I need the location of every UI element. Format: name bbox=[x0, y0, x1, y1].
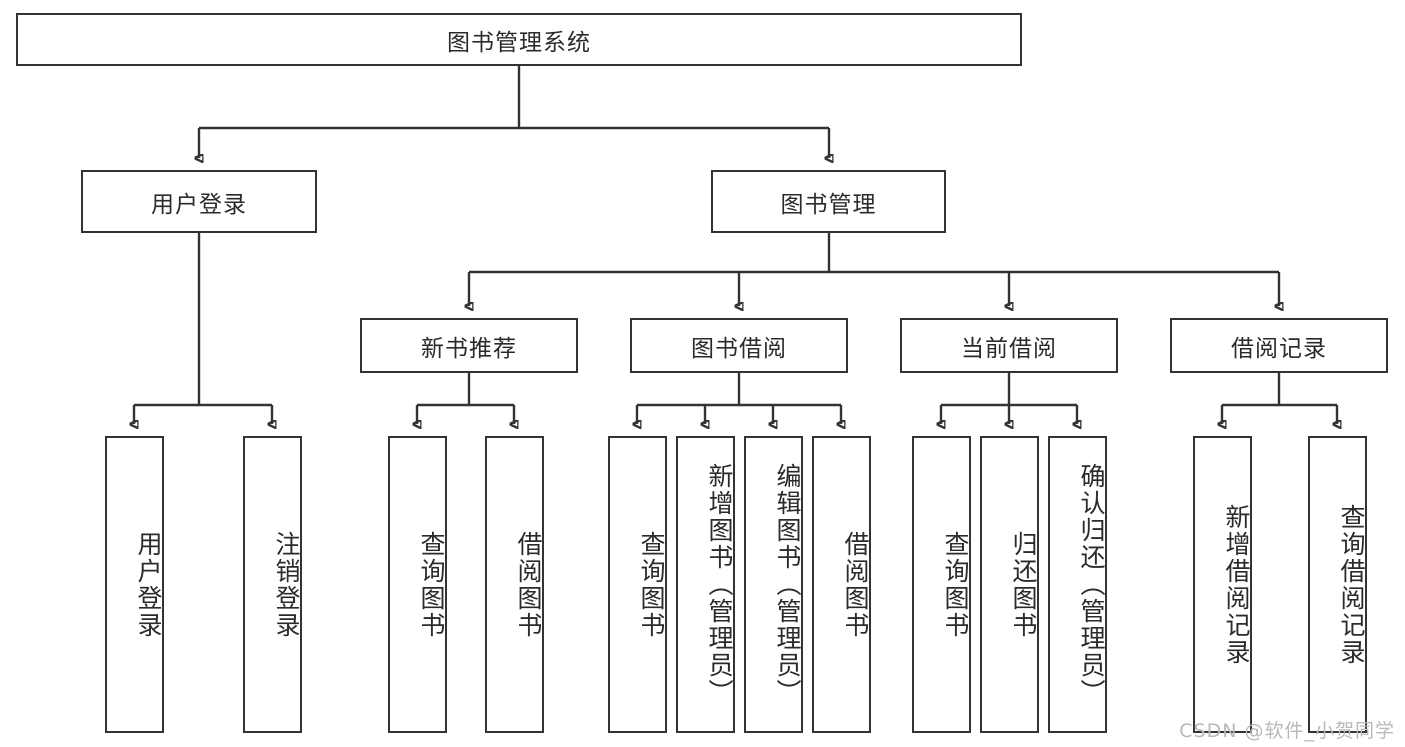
node-new-book-recommend[interactable]: 新书推荐 bbox=[360, 318, 578, 373]
leaf-borrow-book[interactable]: 借阅图书 bbox=[812, 436, 871, 733]
leaf-confirm-return-admin[interactable]: 确认归还（管理员） bbox=[1048, 436, 1107, 733]
node-book-management-label: 图书管理 bbox=[780, 191, 877, 218]
leaf-query-book-borrow[interactable]: 查询图书 bbox=[608, 436, 667, 733]
leaf-add-book-admin-label: 新增图书（管理员） bbox=[705, 463, 734, 706]
leaf-query-borrow-record-label: 查询借阅记录 bbox=[1337, 503, 1366, 666]
node-book-management[interactable]: 图书管理 bbox=[711, 170, 946, 233]
leaf-query-borrow-record[interactable]: 查询借阅记录 bbox=[1308, 436, 1367, 733]
node-root[interactable]: 图书管理系统 bbox=[16, 13, 1022, 66]
leaf-edit-book-admin-label: 编辑图书（管理员） bbox=[773, 463, 802, 706]
leaf-query-book-newrec[interactable]: 查询图书 bbox=[388, 436, 447, 733]
node-root-label: 图书管理系统 bbox=[447, 29, 591, 56]
node-new-book-recommend-label: 新书推荐 bbox=[421, 335, 517, 362]
node-current-borrow[interactable]: 当前借阅 bbox=[900, 318, 1118, 373]
leaf-add-borrow-record-label: 新增借阅记录 bbox=[1222, 503, 1251, 666]
leaf-query-book-borrow-label: 查询图书 bbox=[637, 530, 666, 639]
leaf-confirm-return-admin-label: 确认归还（管理员） bbox=[1077, 463, 1106, 706]
leaf-user-login[interactable]: 用户登录 bbox=[105, 436, 164, 733]
node-borrow-record[interactable]: 借阅记录 bbox=[1170, 318, 1388, 373]
leaf-query-book-newrec-label: 查询图书 bbox=[417, 530, 446, 639]
leaf-return-book[interactable]: 归还图书 bbox=[980, 436, 1039, 733]
node-book-borrow[interactable]: 图书借阅 bbox=[630, 318, 848, 373]
leaf-logout-label: 注销登录 bbox=[272, 530, 301, 639]
leaf-user-login-label: 用户登录 bbox=[134, 530, 163, 639]
leaf-query-book-current-label: 查询图书 bbox=[941, 530, 970, 639]
leaf-add-book-admin[interactable]: 新增图书（管理员） bbox=[676, 436, 735, 733]
leaf-borrow-book-newrec-label: 借阅图书 bbox=[514, 530, 543, 639]
node-user-login[interactable]: 用户登录 bbox=[81, 170, 317, 233]
node-user-login-label: 用户登录 bbox=[151, 191, 247, 218]
leaf-edit-book-admin[interactable]: 编辑图书（管理员） bbox=[744, 436, 803, 733]
node-book-borrow-label: 图书借阅 bbox=[691, 335, 787, 362]
leaf-query-book-current[interactable]: 查询图书 bbox=[912, 436, 971, 733]
node-current-borrow-label: 当前借阅 bbox=[961, 335, 1057, 362]
leaf-borrow-book-newrec[interactable]: 借阅图书 bbox=[485, 436, 544, 733]
leaf-borrow-book-label: 借阅图书 bbox=[841, 530, 870, 639]
node-borrow-record-label: 借阅记录 bbox=[1231, 335, 1327, 362]
leaf-add-borrow-record[interactable]: 新增借阅记录 bbox=[1193, 436, 1252, 733]
leaf-return-book-label: 归还图书 bbox=[1009, 530, 1038, 639]
leaf-logout[interactable]: 注销登录 bbox=[243, 436, 302, 733]
